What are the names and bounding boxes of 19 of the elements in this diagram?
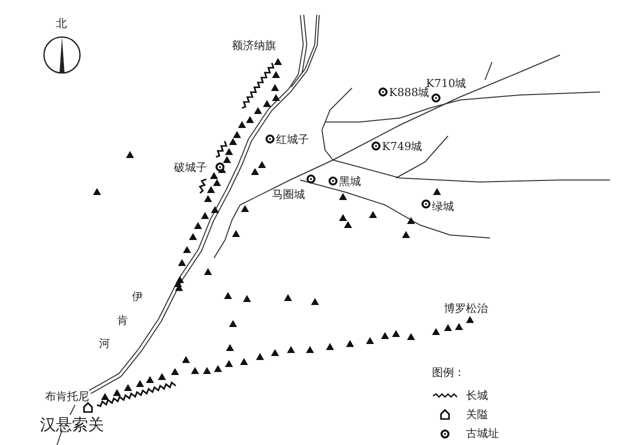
legend-label: 长城: [466, 389, 488, 402]
legend-label: 古城址: [466, 427, 499, 440]
legend-title: 图例：: [432, 366, 465, 379]
direction-label: 北: [56, 17, 67, 30]
place-name: 红城子: [276, 133, 309, 146]
place-name: 博罗松治: [444, 302, 488, 315]
place-name: 额济纳旗: [232, 39, 276, 52]
river-name: 肯: [117, 314, 128, 327]
place-name: K888城: [389, 86, 430, 99]
place-name: 布肯托尼: [45, 390, 89, 403]
place-name: K749城: [382, 140, 422, 153]
place-name: 黑城: [339, 175, 361, 188]
legend-label: 关隘: [466, 408, 488, 421]
place-name: 破城子: [174, 161, 207, 174]
place-name: 绿城: [432, 200, 454, 213]
river-name: 伊: [132, 290, 143, 303]
river-name: 河: [99, 337, 110, 350]
place-name: 汉悬索关: [40, 415, 104, 434]
place-name: 马圈城: [272, 188, 305, 201]
